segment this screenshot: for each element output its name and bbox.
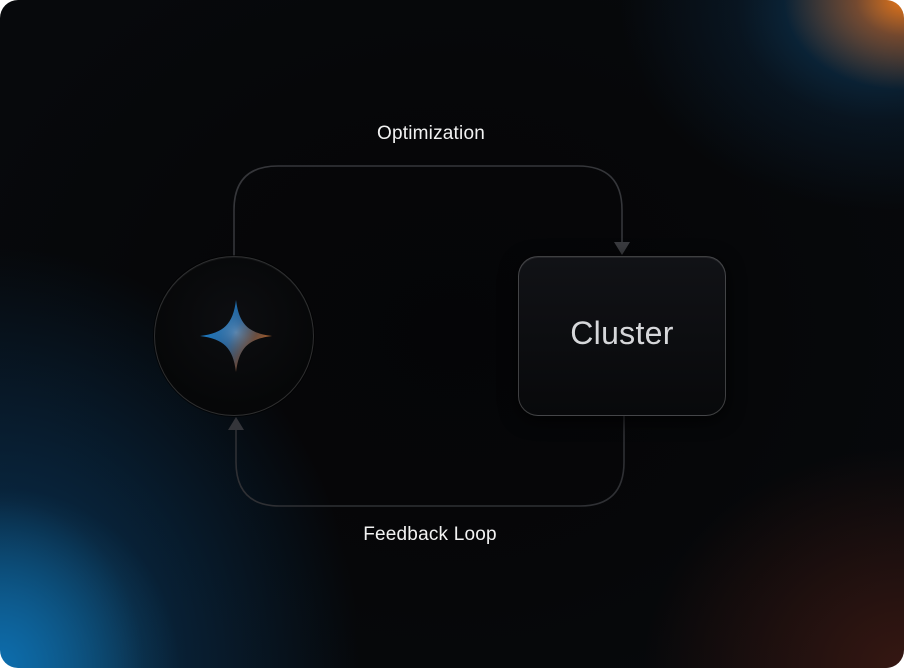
feedback-loop-label: Feedback Loop [363,524,497,545]
cluster-label: Cluster [570,315,674,351]
feedback-connector [235,416,625,507]
four-point-sparkle-icon [200,300,272,372]
optimization-connector [233,165,623,256]
optimization-label: Optimization [377,123,485,144]
cluster-node: Cluster [518,256,726,416]
feedback-arrowhead [228,417,244,430]
optimization-arrowhead [614,242,630,255]
